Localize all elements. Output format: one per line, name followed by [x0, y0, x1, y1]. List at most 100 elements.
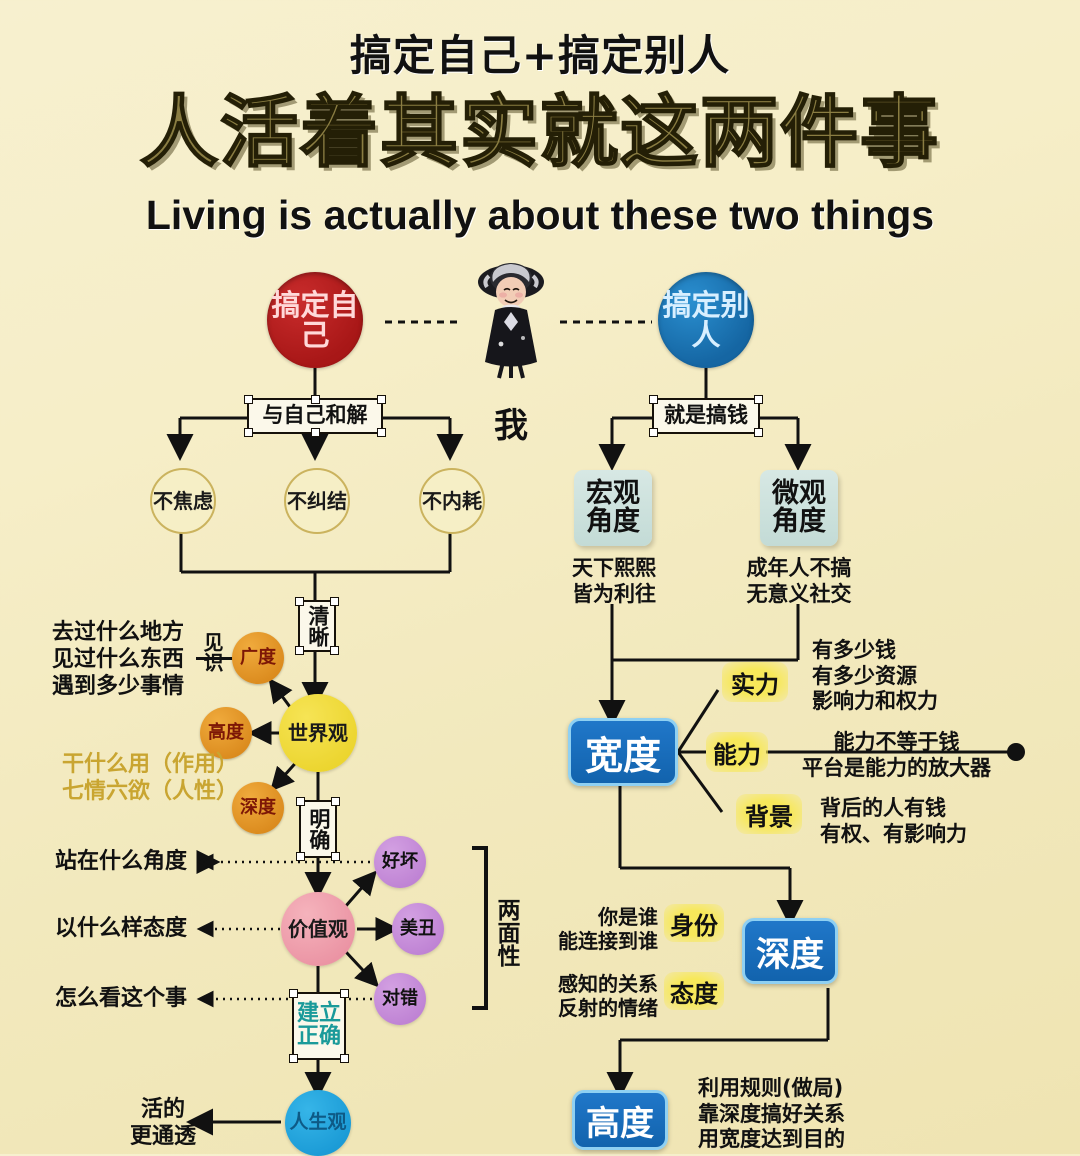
node-depth-left[interactable]: 深度	[232, 782, 284, 834]
chip-ability[interactable]: 能力	[706, 732, 768, 772]
node-life-view[interactable]: 人生观	[285, 1090, 351, 1156]
box-establish-line-1: 建立	[296, 1001, 341, 1027]
box-clarity[interactable]: 清晰	[295, 597, 339, 655]
node-no-internal-friction[interactable]: 不内耗	[419, 468, 485, 534]
identity-note-1: 你是谁	[598, 905, 658, 929]
node-beauty-ugly[interactable]: 美丑	[392, 903, 444, 955]
box-reconcile-with-self[interactable]: 与自己和解	[244, 395, 386, 437]
node-others[interactable]: 搞定别人	[658, 272, 754, 368]
height-note-1: 利用规则(做局)	[698, 1076, 844, 1100]
node-depth-left-label: 深度	[240, 796, 276, 818]
box-establish-correct[interactable]: 建立 正确	[289, 989, 349, 1063]
strength-note-1: 有多少钱	[812, 638, 896, 662]
node-no-entanglement[interactable]: 不纠结	[284, 468, 350, 534]
node-no-entanglement-label: 不纠结	[287, 488, 347, 513]
box-macro-view[interactable]: 宏观 角度	[574, 470, 652, 546]
box-reconcile-label: 与自己和解	[262, 403, 368, 428]
box-macro-line-1: 宏观	[586, 477, 640, 509]
node-right-wrong[interactable]: 对错	[374, 973, 426, 1025]
chip-attitude[interactable]: 态度	[664, 972, 724, 1010]
result-line-1: 活的	[140, 1097, 185, 1122]
insight-line-2: 见过什么东西	[52, 646, 185, 672]
attitude-notes: 感知的关系 反射的情绪	[534, 972, 658, 1021]
english-subtitle: Living is actually about these two thing…	[145, 192, 935, 238]
node-worldview[interactable]: 世界观	[279, 694, 357, 772]
node-good-bad[interactable]: 好坏	[374, 836, 426, 888]
question-view: 怎么看这个事	[55, 986, 188, 1011]
ability-note-1: 能力不等于钱	[833, 730, 960, 754]
attitude-note-2: 反射的情绪	[558, 996, 658, 1021]
node-values[interactable]: 价值观	[281, 892, 355, 966]
subtitle: 搞定自己+搞定别人	[349, 31, 731, 80]
strength-note-2: 有多少资源	[812, 663, 917, 688]
chip-strength[interactable]: 实力	[722, 662, 788, 702]
ability-notes: 能力不等于钱 平台是能力的放大器	[802, 730, 991, 781]
box-height-label: 高度	[586, 1103, 654, 1144]
node-breadth-label: 广度	[240, 646, 276, 668]
macro-note: 天下熙熙 皆为利往	[560, 556, 668, 607]
box-definite-label: 明确	[306, 808, 331, 850]
chip-background[interactable]: 背景	[736, 794, 802, 834]
background-notes: 背后的人有钱 有权、有影响力	[820, 796, 967, 847]
insight-line-1: 去过什么地方	[52, 620, 185, 645]
chip-ability-label: 能力	[713, 740, 761, 769]
box-depth[interactable]: 深度	[742, 918, 838, 984]
box-micro-view[interactable]: 微观 角度	[760, 470, 838, 546]
identity-notes: 你是谁 能连接到谁	[534, 905, 658, 954]
box-depth-label: 深度	[756, 934, 824, 975]
chip-attitude-label: 态度	[670, 979, 718, 1008]
insight-label: 见识	[200, 632, 224, 672]
insight-line-3: 遇到多少事情	[52, 673, 185, 699]
node-height-left-label: 高度	[208, 721, 244, 743]
box-make-money-label: 就是搞钱	[664, 403, 748, 428]
node-self[interactable]: 搞定自己	[267, 272, 363, 368]
box-width-label: 宽度	[584, 733, 661, 778]
box-make-money[interactable]: 就是搞钱	[649, 395, 763, 437]
box-definite[interactable]: 明确	[296, 797, 340, 861]
box-micro-line-2: 角度	[772, 506, 826, 537]
node-no-anxiety[interactable]: 不焦虑	[150, 468, 216, 534]
insight-lines: 去过什么地方 见过什么东西 遇到多少事情	[52, 620, 184, 700]
box-micro-line-1: 微观	[772, 477, 826, 509]
strength-note-3: 影响力和权力	[812, 689, 938, 714]
node-no-internal-friction-label: 不内耗	[422, 488, 482, 513]
strength-notes: 有多少钱 有多少资源 影响力和权力	[812, 638, 938, 715]
duality-label: 两面性	[493, 898, 519, 967]
node-right-wrong-label: 对错	[382, 987, 418, 1009]
insight-label-group: 见识	[196, 632, 236, 684]
box-width[interactable]: 宽度	[568, 718, 678, 786]
result-line-2: 更通透	[129, 1123, 196, 1149]
node-worldview-label: 世界观	[288, 720, 348, 745]
chip-identity-label: 身份	[670, 911, 718, 940]
elderly-lady-illustration	[465, 252, 557, 390]
insight-underline	[196, 657, 236, 660]
identity-note-2: 能连接到谁	[558, 929, 658, 954]
attitude-note-1: 感知的关系	[558, 972, 658, 996]
box-establish-line-2: 正确	[296, 1024, 341, 1049]
node-breadth[interactable]: 广度	[232, 632, 284, 684]
height-notes: 利用规则(做局) 靠深度搞好关系 用宽度达到目的	[698, 1076, 845, 1153]
chip-identity[interactable]: 身份	[664, 904, 724, 942]
node-self-label: 搞定自己	[271, 287, 359, 352]
nature-line-2: 七情六欲（人性）	[62, 778, 239, 804]
micro-note-line-1: 成年人不搞	[746, 556, 852, 580]
nature-line-1: 干什么用（作用）	[62, 752, 239, 777]
height-note-3: 用宽度达到目的	[698, 1127, 845, 1152]
box-height[interactable]: 高度	[572, 1090, 668, 1150]
node-good-bad-label: 好坏	[382, 850, 418, 872]
node-others-label: 搞定别人	[662, 287, 750, 352]
height-note-2: 靠深度搞好关系	[698, 1101, 845, 1126]
node-no-anxiety-label: 不焦虑	[153, 488, 213, 513]
page-title: 人活着其实就这两件事	[139, 88, 940, 178]
micro-note-line-2: 无意义社交	[746, 581, 852, 606]
chip-background-label: 背景	[745, 802, 793, 831]
node-values-label: 价值观	[288, 916, 348, 941]
micro-note: 成年人不搞 无意义社交	[730, 556, 868, 607]
macro-note-line-2: 皆为利往	[572, 581, 656, 606]
figure-label: 我	[494, 406, 528, 446]
box-clarity-label: 清晰	[305, 605, 330, 647]
question-angle: 站在什么角度	[55, 849, 188, 874]
chip-strength-label: 实力	[731, 670, 779, 699]
node-height-left[interactable]: 高度	[200, 707, 252, 759]
